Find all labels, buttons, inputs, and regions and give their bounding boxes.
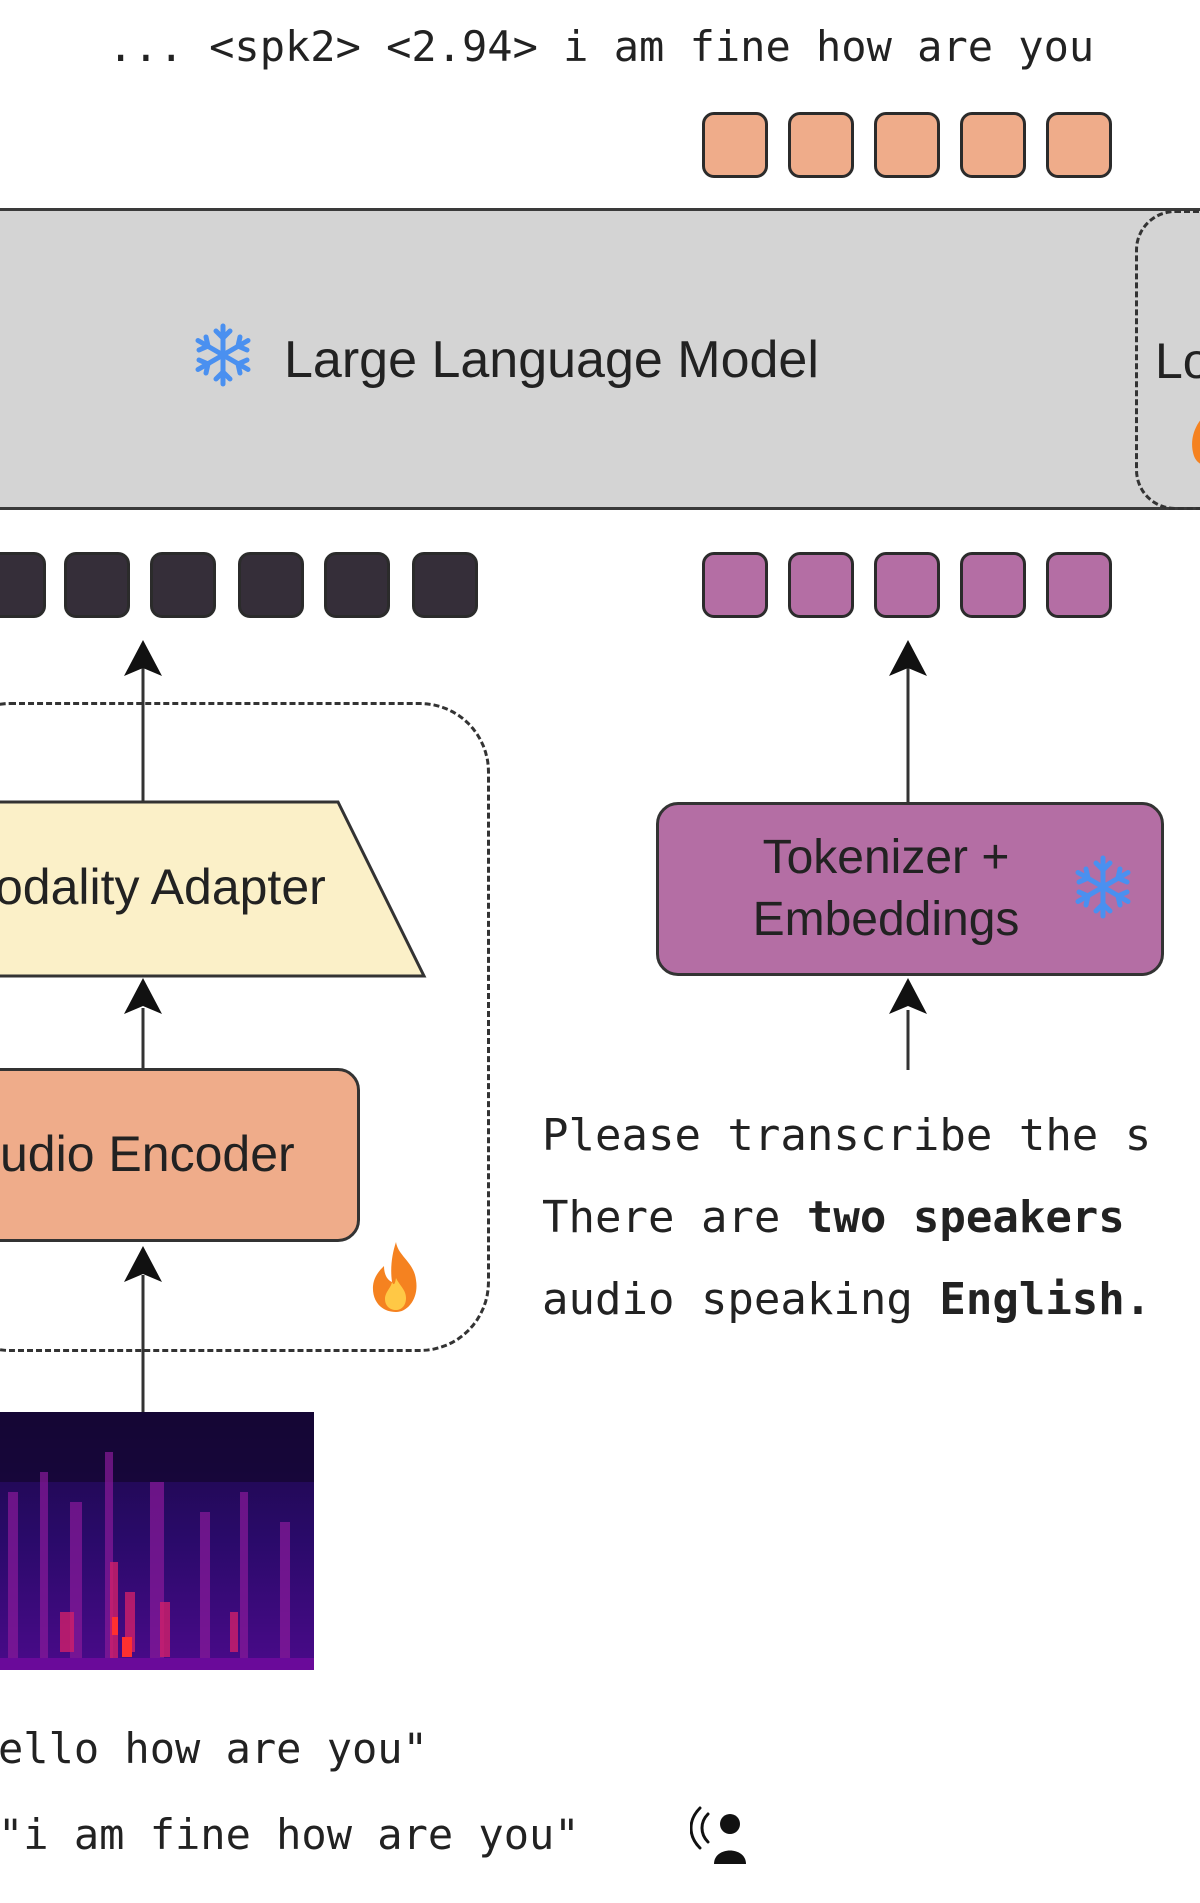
tokenizer-label-line1: Tokenizer + (762, 831, 1010, 884)
transcript-line-1: ello how are you" (0, 1724, 428, 1773)
snowflake-icon (1075, 855, 1131, 919)
output-token (1046, 112, 1112, 178)
output-token (960, 112, 1026, 178)
audio-encoder-label: udio Encoder (0, 1126, 295, 1182)
audio-token (238, 552, 304, 618)
prompt-line-2-text: There are (542, 1192, 807, 1243)
transcript-line-2: "i am fine how are you" (0, 1810, 580, 1859)
prompt-line-3-text: audio speaking (542, 1274, 940, 1325)
output-token (788, 112, 854, 178)
text-token (960, 552, 1026, 618)
fire-icon (372, 1242, 417, 1312)
prompt-line-2: There are two speakers (542, 1192, 1125, 1243)
audio-token (412, 552, 478, 618)
audio-token (0, 552, 46, 618)
spectrogram-image (0, 1412, 314, 1670)
audio-token (150, 552, 216, 618)
lora-label: Lo (1155, 333, 1200, 389)
lora-block (1135, 210, 1200, 510)
snowflake-icon (195, 323, 251, 387)
tokenizer-block (656, 802, 1164, 976)
text-token (788, 552, 854, 618)
output-token (702, 112, 768, 178)
audio-token (64, 552, 130, 618)
output-text: ... <spk2> <2.94> i am fine how are you (108, 22, 1095, 71)
prompt-line-1: Please transcribe the s (542, 1110, 1152, 1161)
audio-token (324, 552, 390, 618)
prompt-line-2-bold: two speakers (806, 1192, 1125, 1243)
text-token (1046, 552, 1112, 618)
fire-icon-lora (1192, 420, 1200, 464)
speaker-icon (690, 1806, 746, 1864)
tokenizer-label-line2: Embeddings (752, 893, 1020, 946)
modality-adapter (0, 800, 427, 978)
output-token (874, 112, 940, 178)
llm-label: Large Language Model (284, 331, 819, 389)
text-token (874, 552, 940, 618)
trainable-group (0, 702, 490, 1352)
modality-adapter-label: odality Adapter (0, 859, 326, 915)
prompt-line-3-bold: English. (939, 1274, 1152, 1325)
audio-encoder (0, 1068, 360, 1242)
text-token (702, 552, 768, 618)
prompt-line-3: audio speaking English. (542, 1274, 1151, 1325)
